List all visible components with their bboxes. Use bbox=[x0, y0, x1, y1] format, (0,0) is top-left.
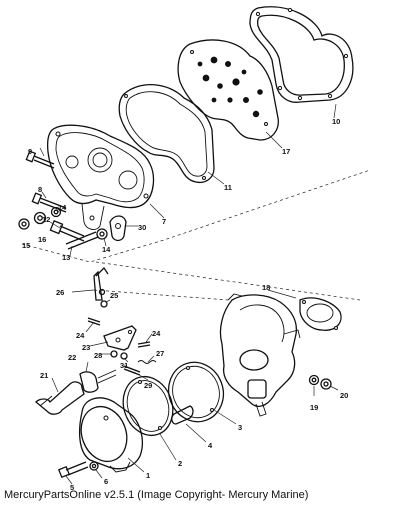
pin-24b bbox=[137, 341, 151, 348]
choke-knob-21 bbox=[35, 381, 85, 415]
assembly-line-low bbox=[93, 289, 229, 301]
callout-9: 9 bbox=[28, 147, 32, 156]
callout-10: 10 bbox=[332, 117, 340, 126]
pump-body-7 bbox=[46, 124, 155, 230]
bracket-30 bbox=[109, 215, 127, 242]
copyright-caption: MercuryPartsOnline v2.5.1 (Image Copyrig… bbox=[4, 489, 309, 501]
callout-1: 1 bbox=[146, 471, 150, 480]
pin-24a bbox=[87, 317, 101, 326]
washer-20 bbox=[320, 378, 332, 390]
lever-bracket-23 bbox=[103, 325, 137, 351]
callout-14b: 14 bbox=[102, 245, 111, 254]
spring-27 bbox=[137, 360, 157, 364]
callout-16: 16 bbox=[38, 235, 46, 244]
callout-14a: 14 bbox=[58, 203, 67, 212]
gasket-11 bbox=[118, 83, 215, 184]
callout-28: 28 bbox=[94, 351, 102, 360]
gasket-18 bbox=[299, 297, 342, 331]
washer-14a bbox=[50, 206, 62, 218]
callout-2: 2 bbox=[178, 459, 182, 468]
screw-8 bbox=[31, 192, 67, 213]
callout-8: 8 bbox=[38, 185, 42, 194]
callout-11: 11 bbox=[224, 183, 232, 192]
assembly-line-top bbox=[21, 169, 371, 263]
washer-6 bbox=[89, 461, 99, 471]
callout-labels: 10 17 11 7 30 9 8 14 12 15 16 13 14 18 2… bbox=[22, 117, 348, 492]
callout-25: 25 bbox=[110, 291, 118, 300]
callout-31: 31 bbox=[120, 361, 128, 370]
linkage-rod-26 bbox=[93, 266, 109, 301]
bolt-12 bbox=[49, 220, 85, 242]
callout-19: 19 bbox=[310, 403, 318, 412]
callout-15: 15 bbox=[22, 241, 30, 250]
callout-24a: 24 bbox=[76, 331, 85, 340]
leader-lines bbox=[39, 103, 339, 485]
callout-3: 3 bbox=[238, 423, 242, 432]
callout-30: 30 bbox=[138, 223, 146, 232]
fitting-22 bbox=[79, 369, 117, 393]
nut-19 bbox=[308, 374, 320, 386]
callout-18: 18 bbox=[262, 283, 270, 292]
carburetor-body bbox=[219, 293, 301, 417]
diaphragm-3 bbox=[167, 361, 225, 423]
washer-16 bbox=[33, 211, 47, 225]
callout-12: 12 bbox=[42, 215, 50, 224]
clip-25 bbox=[100, 300, 108, 308]
cover-1 bbox=[78, 397, 143, 473]
bolt-5 bbox=[57, 461, 89, 479]
callout-22: 22 bbox=[68, 353, 76, 362]
callout-21: 21 bbox=[40, 371, 48, 380]
screw-9 bbox=[25, 150, 55, 169]
callout-23: 23 bbox=[82, 343, 90, 352]
callout-24b: 24 bbox=[152, 329, 161, 338]
callout-20: 20 bbox=[340, 391, 348, 400]
bolt-13 bbox=[65, 228, 108, 250]
nut-15 bbox=[18, 218, 30, 230]
callout-7: 7 bbox=[162, 217, 166, 226]
nut-31 bbox=[120, 352, 128, 360]
callout-13: 13 bbox=[62, 253, 70, 262]
callout-6: 6 bbox=[104, 477, 108, 486]
gasket-10 bbox=[249, 6, 354, 103]
divider-plate-17 bbox=[177, 39, 279, 141]
callout-5: 5 bbox=[70, 483, 74, 492]
callout-27: 27 bbox=[156, 349, 164, 358]
callout-17: 17 bbox=[282, 147, 290, 156]
assembly-line-mid bbox=[95, 261, 361, 301]
callout-4: 4 bbox=[208, 441, 213, 450]
callout-29: 29 bbox=[144, 381, 152, 390]
callout-26: 26 bbox=[56, 288, 64, 297]
